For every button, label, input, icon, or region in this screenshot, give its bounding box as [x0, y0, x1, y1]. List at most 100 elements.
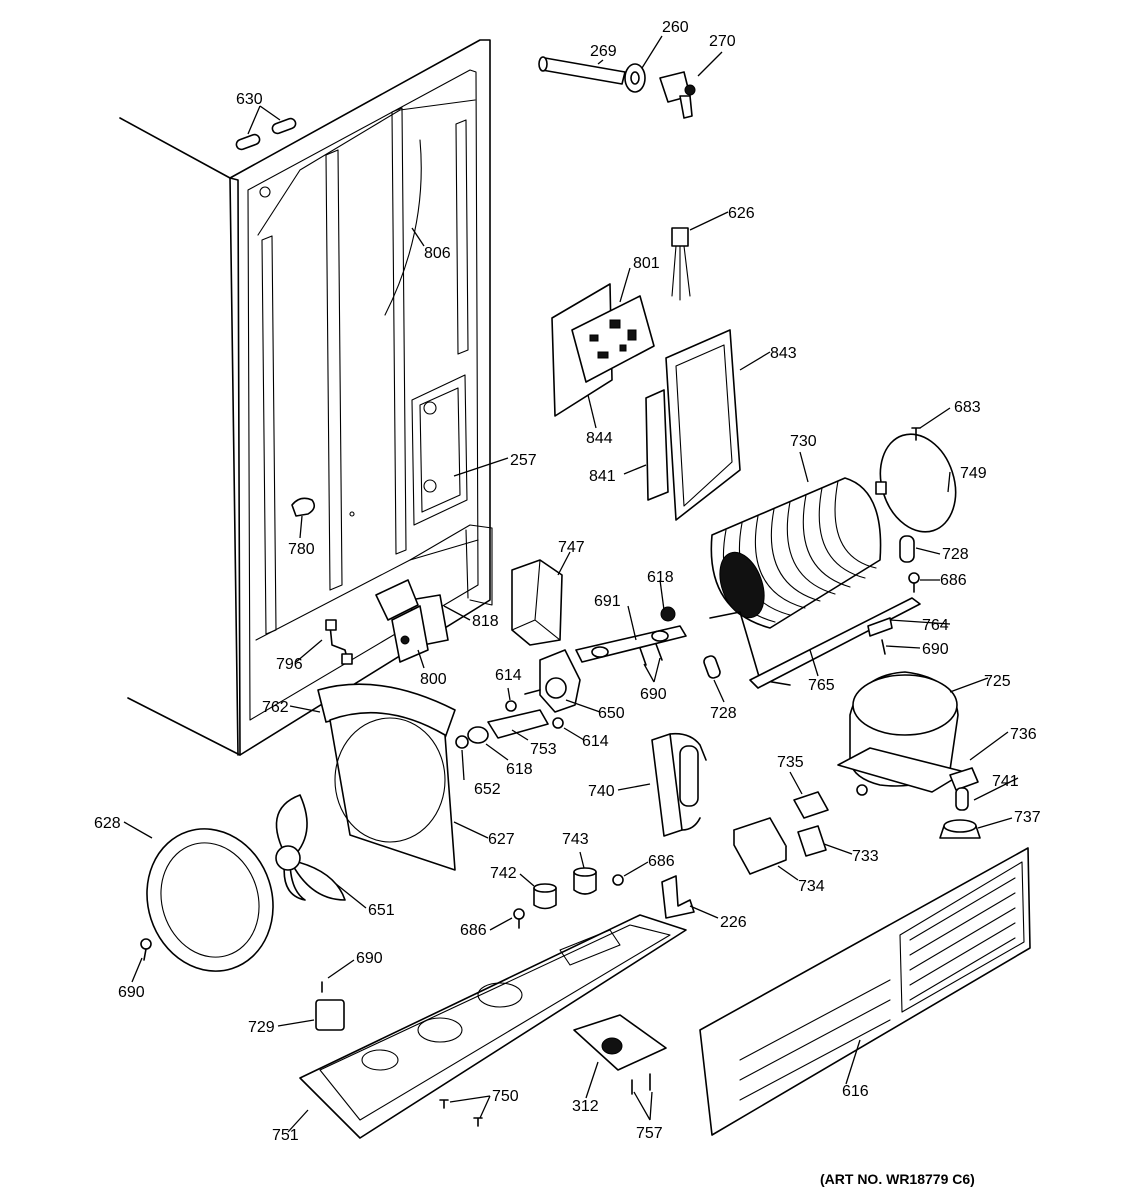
part-801-control-board [571, 295, 655, 383]
label-818: 818 [472, 613, 499, 630]
label-630: 630 [236, 91, 263, 108]
label-691: 691 [594, 593, 621, 610]
part-627-fan-shroud [329, 711, 456, 871]
leader-lines [123, 35, 1019, 1133]
label-652: 652 [474, 781, 501, 798]
part-734-cover [733, 817, 787, 875]
label-728b: 728 [710, 705, 737, 722]
label-618b: 618 [506, 761, 533, 778]
label-628: 628 [94, 815, 121, 832]
label-736: 736 [1010, 726, 1037, 743]
part-260-washer [624, 63, 646, 93]
part-780-clip [291, 497, 316, 517]
label-741: 741 [992, 773, 1019, 790]
label-690a: 690 [922, 641, 949, 658]
label-806: 806 [424, 245, 451, 262]
part-616-grille [699, 847, 1031, 1136]
part-690-screws-mid [639, 643, 663, 666]
label-226: 226 [720, 914, 747, 931]
label-270: 270 [709, 33, 736, 50]
part-691-bracket [575, 625, 687, 663]
part-751-base-pan [299, 914, 687, 1139]
label-742: 742 [490, 865, 517, 882]
part-757-screws [631, 1073, 651, 1095]
part-729-capacitor [315, 981, 345, 1031]
label-690d: 690 [118, 984, 145, 1001]
label-753: 753 [530, 741, 557, 758]
label-757: 757 [636, 1125, 663, 1142]
label-690b: 690 [640, 686, 667, 703]
part-730-condenser-coil [709, 477, 882, 686]
label-686a: 686 [940, 572, 967, 589]
part-686-screw-mid [612, 874, 624, 886]
label-729: 729 [248, 1019, 275, 1036]
part-618-grommet-upper [660, 606, 676, 622]
label-750: 750 [492, 1088, 519, 1105]
label-843: 843 [770, 345, 797, 362]
label-733: 733 [852, 848, 879, 865]
part-690-screw-left [140, 938, 152, 961]
label-627: 627 [488, 831, 515, 848]
label-740: 740 [588, 783, 615, 800]
part-796-harness [325, 619, 353, 665]
part-843-cover-frame [665, 329, 741, 521]
part-686-screw-low [513, 908, 525, 929]
part-650-fan-motor [524, 649, 581, 713]
label-751: 751 [272, 1127, 299, 1144]
part-618-grommet-lower [467, 726, 489, 744]
part-683-screw [911, 427, 921, 441]
label-260: 260 [662, 19, 689, 36]
part-651-fan-blade [275, 794, 346, 901]
part-728-grommet [899, 535, 915, 563]
label-841: 841 [589, 468, 616, 485]
part-725-compressor [837, 671, 966, 796]
label-651: 651 [368, 902, 395, 919]
part-841-insulation [645, 389, 669, 501]
label-730: 730 [790, 433, 817, 450]
part-312-bracket [573, 1014, 667, 1071]
part-735-relay [793, 791, 829, 819]
label-686b: 686 [648, 853, 675, 870]
cabinet-back-panel [119, 39, 493, 756]
label-269: 269 [590, 43, 617, 60]
part-737-grommet [939, 819, 981, 839]
part-690-screw-right [881, 639, 886, 655]
label-743: 743 [562, 831, 589, 848]
label-257: 257 [510, 452, 537, 469]
part-270-valve [659, 71, 696, 119]
part-753-bracket [487, 709, 549, 739]
part-686-screw-top [908, 572, 920, 593]
label-618a: 618 [647, 569, 674, 586]
label-728a: 728 [942, 546, 969, 563]
label-614b: 614 [582, 733, 609, 750]
label-796: 796 [276, 656, 303, 673]
label-734: 734 [798, 878, 825, 895]
part-743-grommet [573, 867, 597, 895]
label-780: 780 [288, 541, 315, 558]
art-number: (ART NO. WR18779 C6) [820, 1171, 975, 1187]
label-312: 312 [572, 1098, 599, 1115]
part-269-tube [538, 56, 626, 85]
part-614-nut-upper [505, 700, 517, 712]
label-650: 650 [598, 705, 625, 722]
part-764-clip [867, 617, 893, 637]
label-737: 737 [1014, 809, 1041, 826]
part-652-nut [455, 735, 469, 749]
part-750-screws [439, 1099, 483, 1127]
label-747: 747 [558, 539, 585, 556]
part-226-bracket [661, 875, 695, 919]
part-728-grommet-lower [703, 655, 721, 679]
label-762: 762 [262, 699, 289, 716]
part-747-cover [511, 559, 563, 646]
label-626: 626 [728, 205, 755, 222]
label-764: 764 [922, 617, 949, 634]
part-733-overload [797, 825, 827, 857]
label-683: 683 [954, 399, 981, 416]
label-614a: 614 [495, 667, 522, 684]
part-740-drier [651, 732, 707, 837]
part-736-overload [949, 767, 979, 791]
part-630-plugs [235, 117, 297, 151]
label-616: 616 [842, 1083, 869, 1100]
